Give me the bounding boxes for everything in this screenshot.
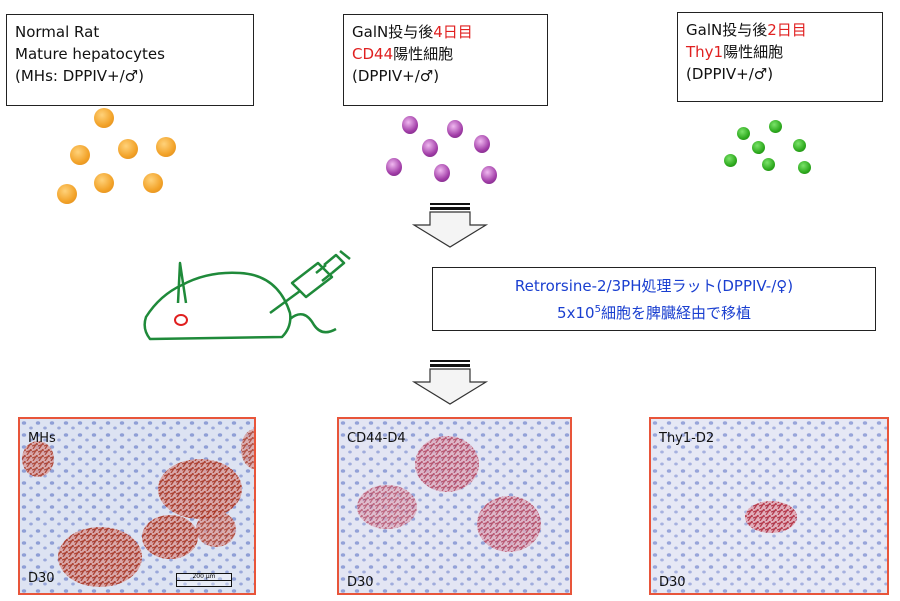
transplant-count: 5x10	[557, 304, 595, 322]
green-cell	[769, 120, 782, 133]
tissue-image	[20, 419, 254, 593]
normal-line3: (MHs: DPPIV+/♂)	[15, 67, 144, 85]
orange-cell	[143, 173, 163, 193]
syringe-plunger	[323, 253, 346, 274]
green-cell	[798, 161, 811, 174]
thy1-cells-box: GalN投与後2日目 Thy1陽性細胞 (DPPIV+/♂)	[677, 12, 883, 102]
normal-line1: Normal Rat	[15, 23, 100, 41]
rat-ear	[176, 261, 188, 304]
syringe-barrel	[290, 261, 334, 299]
transplant-box: Retrorsine-2/3PH処理ラット(DPPIV-/♀) 5x105細胞を…	[432, 267, 876, 331]
rat-with-syringe-illustration	[143, 250, 351, 341]
thy1-line3: (DPPIV+/♂)	[686, 65, 774, 83]
panel-day: D30	[347, 575, 374, 590]
cd44-day: 4日目	[433, 23, 473, 41]
orange-cell	[70, 145, 90, 165]
histology-panel-thy1: Thy1-D2 D30	[649, 417, 889, 595]
rat-eye	[174, 314, 188, 326]
green-cell	[737, 127, 750, 140]
thy1-line1-prefix: GalN投与後	[686, 21, 768, 39]
thy1-line2-suffix: 陽性細胞	[723, 43, 784, 61]
green-cell	[752, 141, 765, 154]
cd44-marker: CD44	[352, 45, 394, 63]
tissue-image	[339, 419, 570, 593]
orange-cell	[156, 137, 176, 157]
scale-bar-label: 200 μm	[177, 574, 231, 581]
transplant-method: 細胞を脾臓経由で移植	[600, 304, 751, 322]
panel-label: MHs	[28, 431, 56, 446]
orange-cell	[57, 184, 77, 204]
normal-hepatocytes-box: Normal Rat Mature hepatocytes (MHs: DPPI…	[6, 14, 254, 106]
purple-cell	[434, 164, 450, 182]
cd44-cells-box: GalN投与後4日目 CD44陽性細胞 (DPPIV+/♂)	[343, 14, 548, 106]
panel-label: Thy1-D2	[659, 431, 715, 446]
down-arrow-icon	[411, 203, 489, 248]
rat-body	[143, 271, 292, 341]
green-cell	[762, 158, 775, 171]
purple-cell	[386, 158, 402, 176]
down-arrow-icon	[411, 360, 489, 405]
purple-cell	[402, 116, 418, 134]
orange-cell	[94, 173, 114, 193]
normal-line2: Mature hepatocytes	[15, 45, 165, 63]
thy1-day: 2日目	[767, 21, 807, 39]
transplant-line1: Retrorsine-2/3PH処理ラット(DPPIV-/♀)	[514, 277, 794, 295]
panel-day: D30	[659, 575, 686, 590]
panel-day: D30	[28, 571, 55, 586]
rat-tail	[289, 312, 337, 334]
scale-bar: 200 μm	[176, 573, 232, 587]
cd44-line3: (DPPIV+/♂)	[352, 67, 440, 85]
purple-cell	[474, 135, 490, 153]
histology-panel-cd44: CD44-D4 D30	[337, 417, 572, 595]
orange-cell	[94, 108, 114, 128]
transplant-exponent: 5	[594, 304, 601, 315]
purple-cell	[422, 139, 438, 157]
purple-cell	[481, 166, 497, 184]
green-cell	[724, 154, 737, 167]
histology-panel-mhs: MHs D30 200 μm	[18, 417, 256, 595]
tissue-image	[651, 419, 887, 593]
panel-label: CD44-D4	[347, 431, 406, 446]
thy1-marker: Thy1	[686, 43, 724, 61]
cd44-line1-prefix: GalN投与後	[352, 23, 434, 41]
orange-cell	[118, 139, 138, 159]
cd44-line2-suffix: 陽性細胞	[393, 45, 454, 63]
green-cell	[793, 139, 806, 152]
purple-cell	[447, 120, 463, 138]
